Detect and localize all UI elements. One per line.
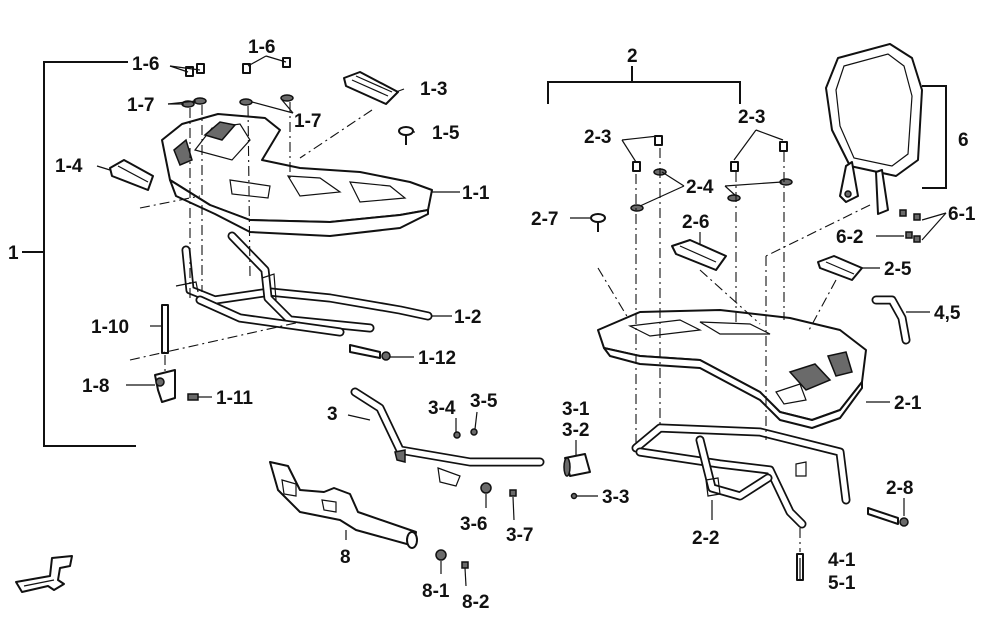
fasteners-8 bbox=[435, 549, 469, 569]
bolts-1-6 bbox=[185, 57, 291, 77]
group-2-bracket bbox=[547, 66, 741, 104]
fasteners-3 bbox=[453, 428, 578, 500]
bolt-1-10 bbox=[161, 304, 169, 354]
pad-1-3 bbox=[343, 71, 399, 105]
label-3-7: 3-7 bbox=[506, 525, 533, 546]
label-1-6-left: 1-6 bbox=[132, 54, 159, 75]
label-6-1: 6-1 bbox=[948, 204, 976, 225]
pad-2-5 bbox=[817, 255, 863, 281]
label-3-5: 3-5 bbox=[470, 391, 498, 412]
bolts-2-3 bbox=[632, 135, 788, 172]
label-5-1: 5-1 bbox=[828, 573, 856, 594]
pad-2-6 bbox=[671, 239, 727, 271]
cap-3-1 bbox=[563, 453, 591, 477]
fasteners-6 bbox=[899, 209, 921, 243]
label-2-2: 2-2 bbox=[692, 528, 719, 549]
label-8: 8 bbox=[340, 547, 351, 568]
label-3-2: 3-2 bbox=[562, 420, 589, 441]
guides-group-1 bbox=[129, 102, 373, 372]
rack-2-1 bbox=[597, 309, 867, 429]
label-1-3: 1-3 bbox=[420, 79, 447, 100]
label-1-11: 1-11 bbox=[216, 388, 253, 409]
bracket-1-8 bbox=[154, 369, 176, 403]
bolt-1-11 bbox=[187, 393, 199, 401]
bolt-1-12 bbox=[349, 344, 391, 361]
label-3: 3 bbox=[327, 404, 338, 425]
front-direction-icon bbox=[15, 555, 73, 593]
label-3-4: 3-4 bbox=[428, 398, 456, 419]
rack-1-1 bbox=[161, 113, 433, 237]
tube-4-5 bbox=[871, 295, 911, 345]
bolt-2-8 bbox=[867, 507, 909, 527]
guides-group-2 bbox=[597, 148, 871, 552]
label-2-5: 2-5 bbox=[884, 259, 912, 280]
label-1-6-right: 1-6 bbox=[248, 37, 275, 58]
washers-2-4 bbox=[630, 168, 793, 212]
label-1-7-right: 1-7 bbox=[294, 111, 321, 132]
bolt-1-5 bbox=[398, 126, 414, 145]
label-1-1: 1-1 bbox=[462, 183, 490, 204]
label-1-10: 1-10 bbox=[91, 317, 129, 338]
label-2-7: 2-7 bbox=[531, 209, 558, 230]
label-1-2: 1-2 bbox=[454, 307, 481, 328]
group-1-bracket bbox=[22, 61, 136, 447]
label-8-1: 8-1 bbox=[422, 581, 450, 602]
label-1-5: 1-5 bbox=[432, 123, 460, 144]
backrest-6 bbox=[825, 43, 923, 215]
pad-1-4 bbox=[109, 159, 154, 191]
callout-labels: 1 1-1 1-2 1-3 1-4 1-5 1-6 1-6 1-7 1-7 1-… bbox=[8, 37, 976, 613]
label-1: 1 bbox=[8, 243, 19, 264]
bar-8 bbox=[269, 461, 418, 549]
bolt-2-7 bbox=[590, 213, 606, 232]
label-1-12: 1-12 bbox=[418, 348, 456, 369]
bar-3 bbox=[350, 387, 545, 487]
label-1-7-left: 1-7 bbox=[127, 95, 154, 116]
label-2-4: 2-4 bbox=[686, 177, 714, 198]
label-1-4: 1-4 bbox=[55, 156, 83, 177]
label-2-6: 2-6 bbox=[682, 212, 709, 233]
label-2-3-left: 2-3 bbox=[584, 127, 611, 148]
label-2-1: 2-1 bbox=[894, 393, 922, 414]
label-4-5: 4,5 bbox=[934, 303, 961, 324]
leader-lines bbox=[96, 55, 947, 587]
label-2: 2 bbox=[627, 46, 638, 67]
label-3-6: 3-6 bbox=[460, 514, 487, 535]
label-6-2: 6-2 bbox=[836, 227, 863, 248]
label-3-3: 3-3 bbox=[602, 487, 629, 508]
label-3-1: 3-1 bbox=[562, 399, 590, 420]
label-8-2: 8-2 bbox=[462, 592, 489, 613]
label-2-3-right: 2-3 bbox=[738, 107, 765, 128]
washers-1-7 bbox=[181, 94, 294, 108]
bracket-6 bbox=[922, 85, 947, 189]
label-4-1: 4-1 bbox=[828, 550, 856, 571]
label-2-8: 2-8 bbox=[886, 478, 913, 499]
label-6: 6 bbox=[958, 130, 969, 151]
label-1-8: 1-8 bbox=[82, 376, 109, 397]
frame-2-2 bbox=[631, 423, 851, 529]
frame-1-2 bbox=[175, 231, 433, 337]
